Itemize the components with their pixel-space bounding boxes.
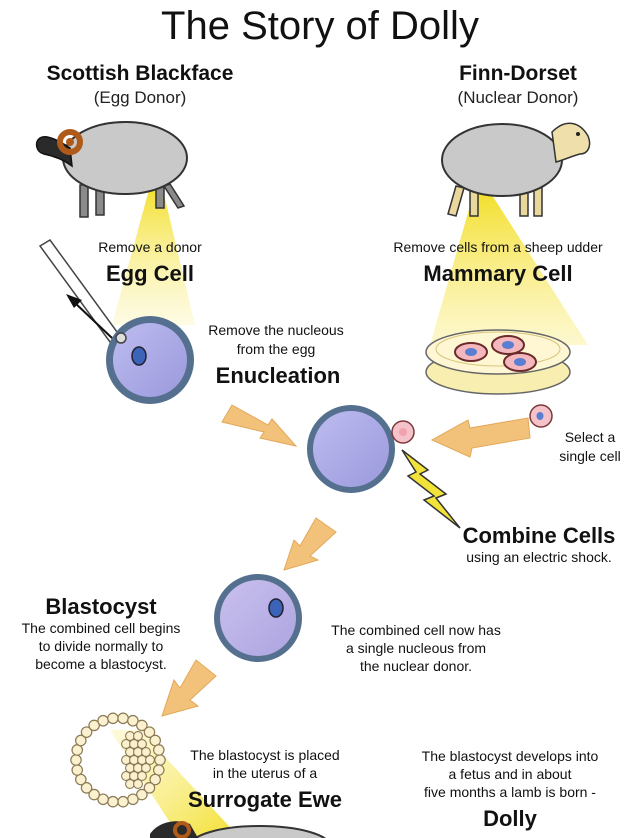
blastocyst-outer-cell — [136, 719, 148, 732]
egg-cell — [106, 316, 194, 404]
blastocyst-outer-cell — [75, 773, 87, 786]
blastocyst-outer-cell — [107, 712, 119, 725]
blastocyst-outer-cell — [71, 744, 84, 756]
blastocyst-outer-cell — [127, 793, 139, 806]
combine-cells-label: Combine Cells — [462, 523, 616, 548]
surrogate-ewe-label: Surrogate Ewe — [187, 787, 343, 812]
blastocyst-outer-cell — [127, 714, 139, 727]
blastocyst-outer-cell — [97, 714, 109, 727]
arrow-from-cell — [430, 417, 531, 458]
finn-dorset-sheep — [441, 122, 591, 217]
blastocyst-outer-cell — [88, 788, 100, 801]
nuclear-donor-role: (Nuclear Donor) — [457, 88, 579, 107]
blastocyst-outer-cell — [71, 764, 84, 776]
blastocyst-line-1: The combined cell begins — [21, 620, 181, 636]
blastocyst-inner-cell — [141, 763, 151, 773]
blastocyst-outer-cell — [80, 782, 93, 794]
surrogate-ewe-sheep — [150, 821, 326, 838]
surrogate-line-2: in the uterus of a — [212, 765, 318, 781]
blastocyst-outer-cell — [152, 744, 165, 756]
blastocyst-outer-cell — [117, 795, 129, 808]
dolly-label: Dolly — [483, 806, 537, 831]
blastocyst-outer-cell — [75, 734, 87, 747]
surrogate-line-1: The blastocyst is placed — [190, 747, 340, 763]
egg-beam — [112, 186, 195, 325]
arrow-to-combine — [221, 404, 298, 447]
blastocyst-outer-cell — [149, 734, 161, 747]
egg-cell-label: Egg Cell — [105, 261, 194, 286]
blastocyst-inner-cell — [133, 779, 143, 789]
enucleation-label: Enucleation — [215, 363, 341, 388]
dolly-line-1: The blastocyst develops into — [421, 748, 599, 764]
select-cell-line-2: single cell — [559, 448, 621, 464]
combined-cell — [307, 405, 415, 493]
dolly-line-2: a fetus and in about — [448, 766, 572, 782]
blastocyst-inner-cell — [145, 755, 155, 765]
blastocyst-outer-cell — [154, 754, 166, 766]
combined-note-line-3: the nuclear donor. — [359, 658, 473, 674]
mammary-cell-label: Mammary Cell — [423, 261, 573, 286]
blastocyst-line-3: become a blastocyst. — [35, 656, 167, 672]
blastocyst-outer-cell — [107, 795, 119, 808]
blastocyst-outer-cell — [88, 719, 100, 732]
blastocyst-outer-cell — [80, 726, 93, 738]
blastocyst-outer-cell — [143, 782, 156, 794]
combine-cells-caption: using an electric shock. — [466, 549, 612, 565]
combined-note-line-2: a single nucleous from — [345, 640, 487, 656]
blastocyst-outer-cell — [149, 773, 161, 786]
blastocyst-outer-cell — [143, 726, 156, 738]
enucleation-caption-2: from the egg — [236, 341, 316, 357]
blastocyst-outer-cell — [152, 764, 165, 776]
removal-arrow — [66, 294, 113, 339]
blastocyst-inner-cell — [137, 739, 147, 749]
electric-shock-bolt — [401, 449, 461, 529]
mammary-cell-caption: Remove cells from a sheep udder — [393, 239, 603, 255]
blastocyst-line-2: to divide normally to — [38, 638, 164, 654]
mammary-beam — [430, 192, 588, 345]
egg-donor-role: (Egg Donor) — [93, 88, 187, 107]
page-title: The Story of Dolly — [161, 4, 479, 48]
nuclear-donor-breed: Finn-Dorset — [459, 62, 577, 85]
egg-donor-breed: Scottish Blackface — [46, 62, 234, 85]
blastocyst-cell-ball — [70, 712, 166, 808]
arrow-to-surrogate — [161, 659, 217, 717]
blastocyst-label: Blastocyst — [45, 594, 157, 619]
blastocyst-outer-cell — [117, 712, 129, 725]
dolly-line-3: five months a lamb is born - — [424, 784, 596, 800]
egg-cell-caption: Remove a donor — [98, 239, 202, 255]
blastocyst-outer-cell — [70, 754, 82, 766]
enucleation-caption-1: Remove the nucleous — [208, 322, 344, 338]
blastocyst-inner-cell — [137, 771, 147, 781]
blastocyst-inner-cell — [141, 747, 151, 757]
selected-cell — [529, 404, 553, 428]
scottish-blackface-sheep — [35, 121, 188, 218]
petri-dish — [425, 329, 571, 395]
combined-note-line-1: The combined cell now has — [331, 622, 501, 638]
arrow-to-blastocyst — [283, 517, 337, 571]
select-cell-line-1: Select a — [564, 429, 616, 445]
blastocyst-inner-cell — [133, 731, 143, 741]
blastocyst-outer-cell — [97, 793, 109, 806]
blastocyst-stage-cell — [214, 574, 302, 662]
blastocyst-outer-cell — [136, 788, 148, 801]
